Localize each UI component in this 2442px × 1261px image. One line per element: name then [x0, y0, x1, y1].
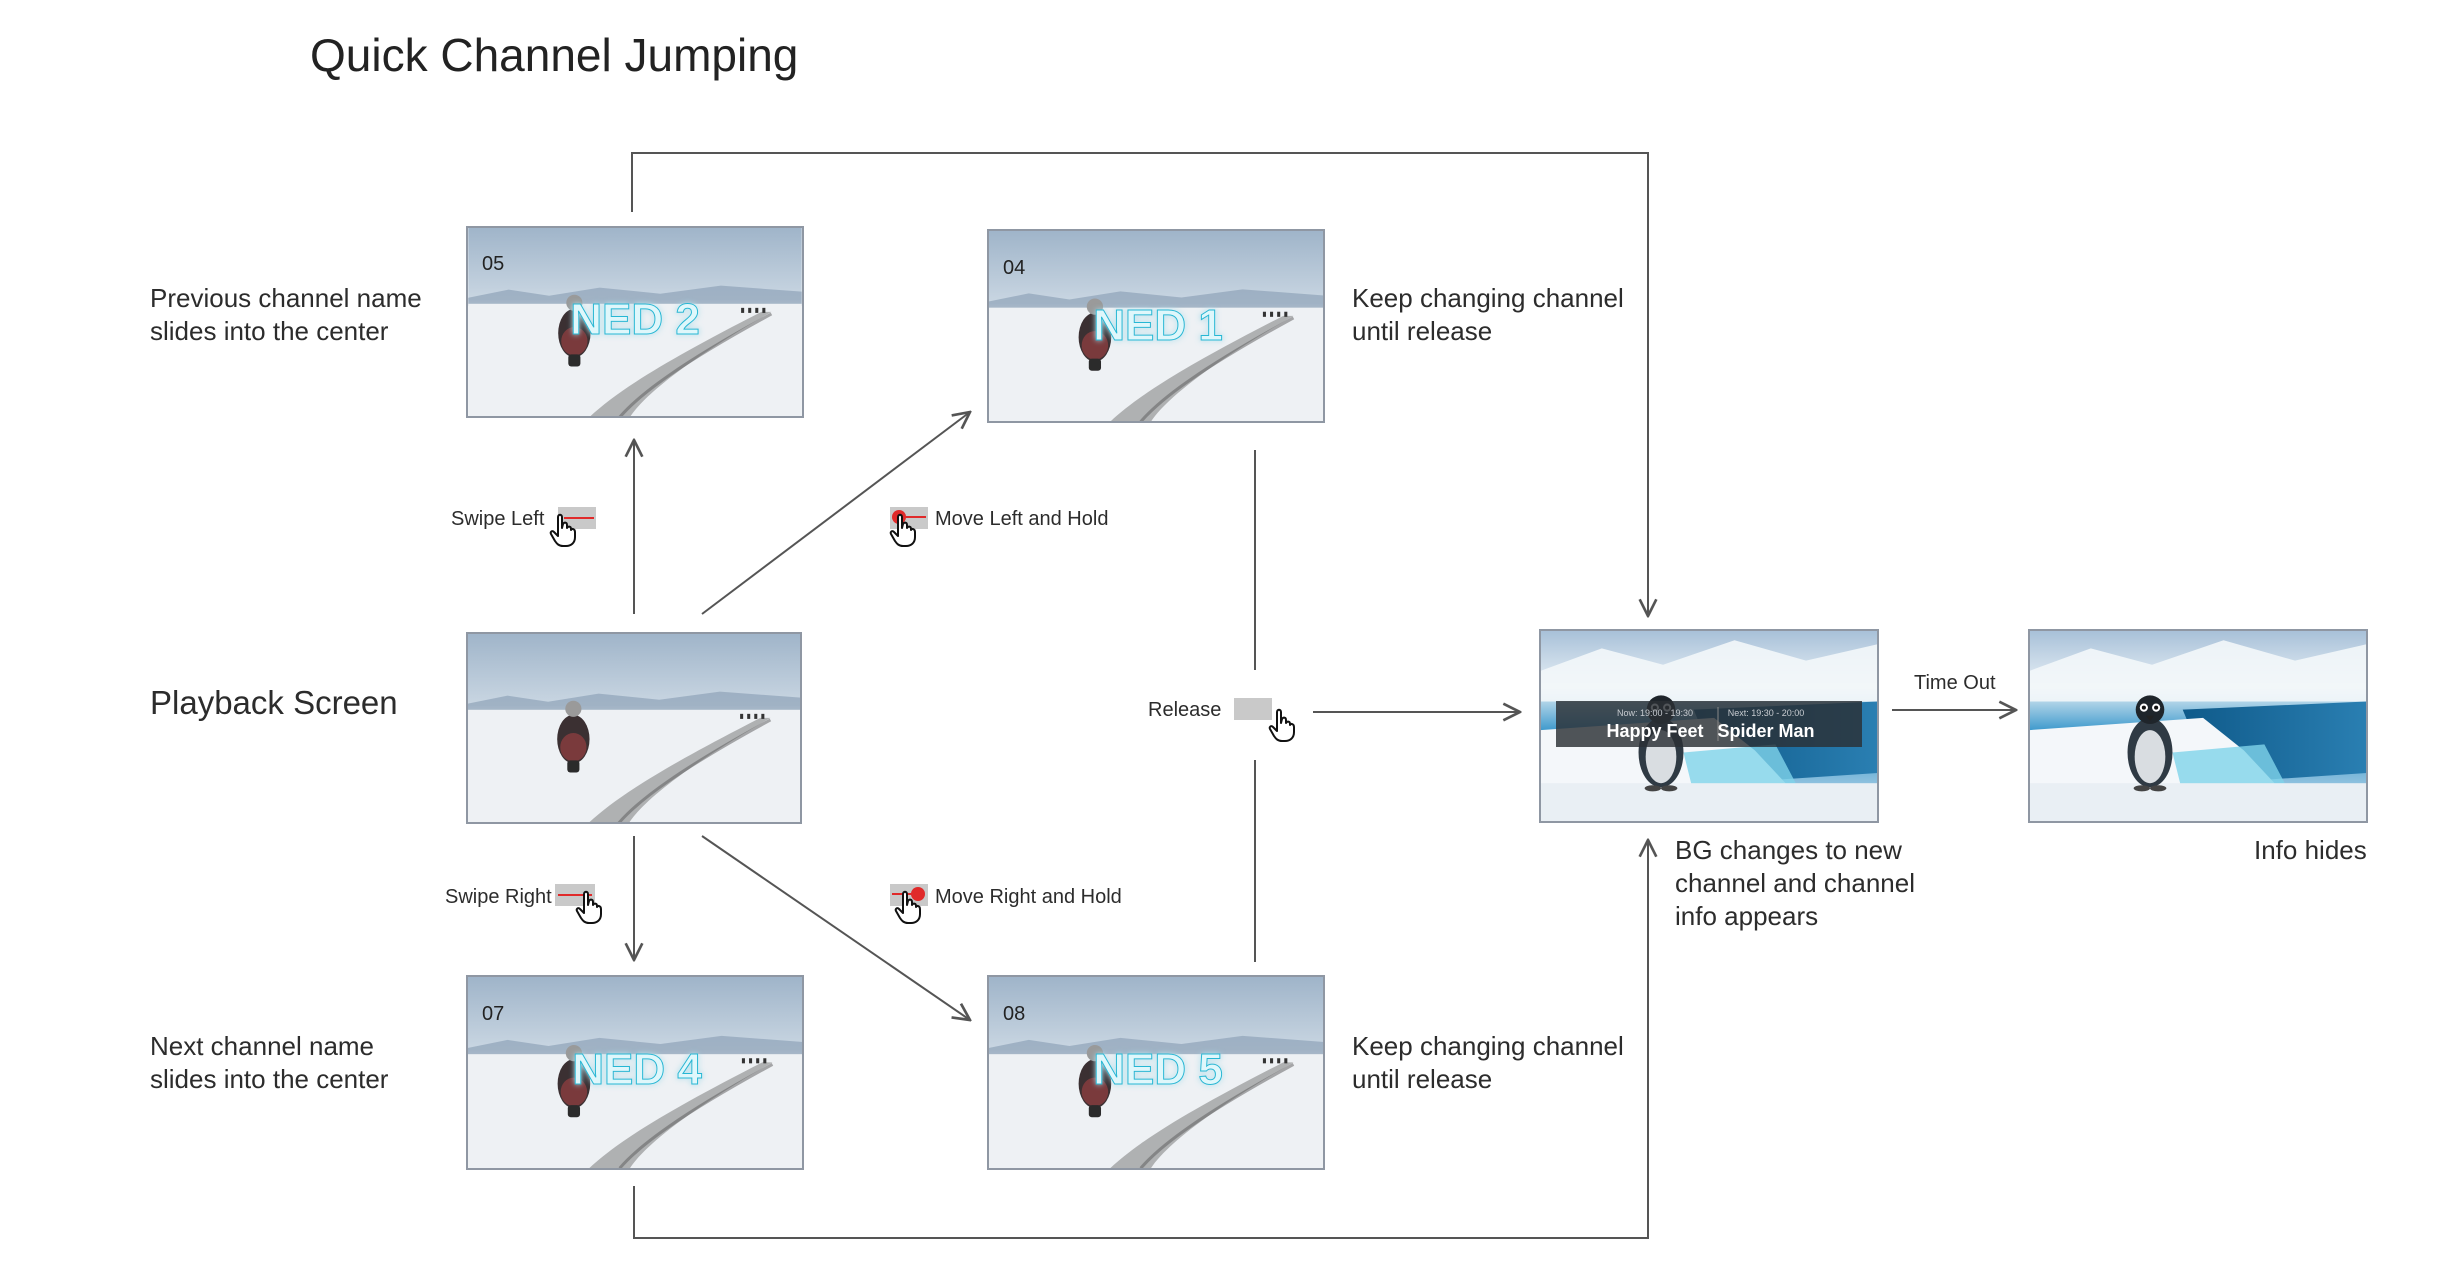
next-title: Spider Man [1717, 721, 1814, 741]
move-right-hold-gesture-icon [890, 884, 928, 924]
label-playback-screen: Playback Screen [150, 684, 398, 721]
label-previous-channel: Previous channel name slides into the ce… [150, 283, 422, 346]
move-left-hold-gesture-icon [889, 507, 928, 547]
screen-hold-right: 08 NED 5 [987, 975, 1325, 1170]
connector-move-right [701, 835, 970, 1020]
label-keep-changing-top: Keep changing channel until release [1352, 283, 1624, 346]
connector-bottom-loop [633, 840, 1648, 1239]
channel-number: 05 [482, 253, 504, 275]
label-info-hides: Info hides [2254, 835, 2367, 865]
channel-number: 04 [1003, 257, 1025, 279]
connector-move-left [701, 412, 970, 615]
channel-name: NED 2 [570, 295, 700, 344]
label-release: Release [1148, 699, 1222, 721]
screen-playback [466, 632, 802, 824]
screen-prev: 05 NED 2 [466, 226, 804, 418]
info-bar: Now: 19:00 - 19:30 Happy Feet Next: 19:3… [1556, 701, 1862, 747]
swipe-left-gesture-icon [549, 507, 596, 547]
channel-name: NED 5 [1093, 1045, 1223, 1094]
now-time: Now: 19:00 - 19:30 [1617, 708, 1693, 718]
channel-number: 08 [1003, 1003, 1025, 1025]
connector-top-loop [631, 152, 1648, 616]
label-swipe-right: Swipe Right [445, 886, 552, 908]
label-time-out: Time Out [1914, 672, 1996, 694]
channel-name: NED 1 [1093, 301, 1223, 350]
channel-number: 07 [482, 1003, 504, 1025]
label-move-right-hold: Move Right and Hold [935, 886, 1122, 908]
label-next-channel: Next channel name slides into the center [150, 1031, 389, 1094]
label-swipe-left: Swipe Left [451, 508, 545, 530]
next-time: Next: 19:30 - 20:00 [1728, 708, 1805, 718]
label-bg-changes: BG changes to new channel and channel in… [1675, 835, 1915, 931]
release-gesture-icon [1234, 698, 1295, 742]
screen-next: 07 NED 4 [466, 975, 804, 1170]
swipe-right-gesture-icon [555, 884, 602, 924]
now-title: Happy Feet [1606, 721, 1703, 741]
screen-info-hidden [2028, 629, 2368, 823]
connectors [631, 152, 2016, 1239]
page-title: Quick Channel Jumping [310, 29, 799, 81]
label-move-left-hold: Move Left and Hold [935, 508, 1109, 530]
screen-info: Now: 19:00 - 19:30 Happy Feet Next: 19:3… [1539, 629, 1879, 823]
channel-name: NED 4 [572, 1045, 702, 1094]
label-keep-changing-bottom: Keep changing channel until release [1352, 1031, 1624, 1094]
screen-hold-left: 04 NED 1 [987, 229, 1325, 423]
